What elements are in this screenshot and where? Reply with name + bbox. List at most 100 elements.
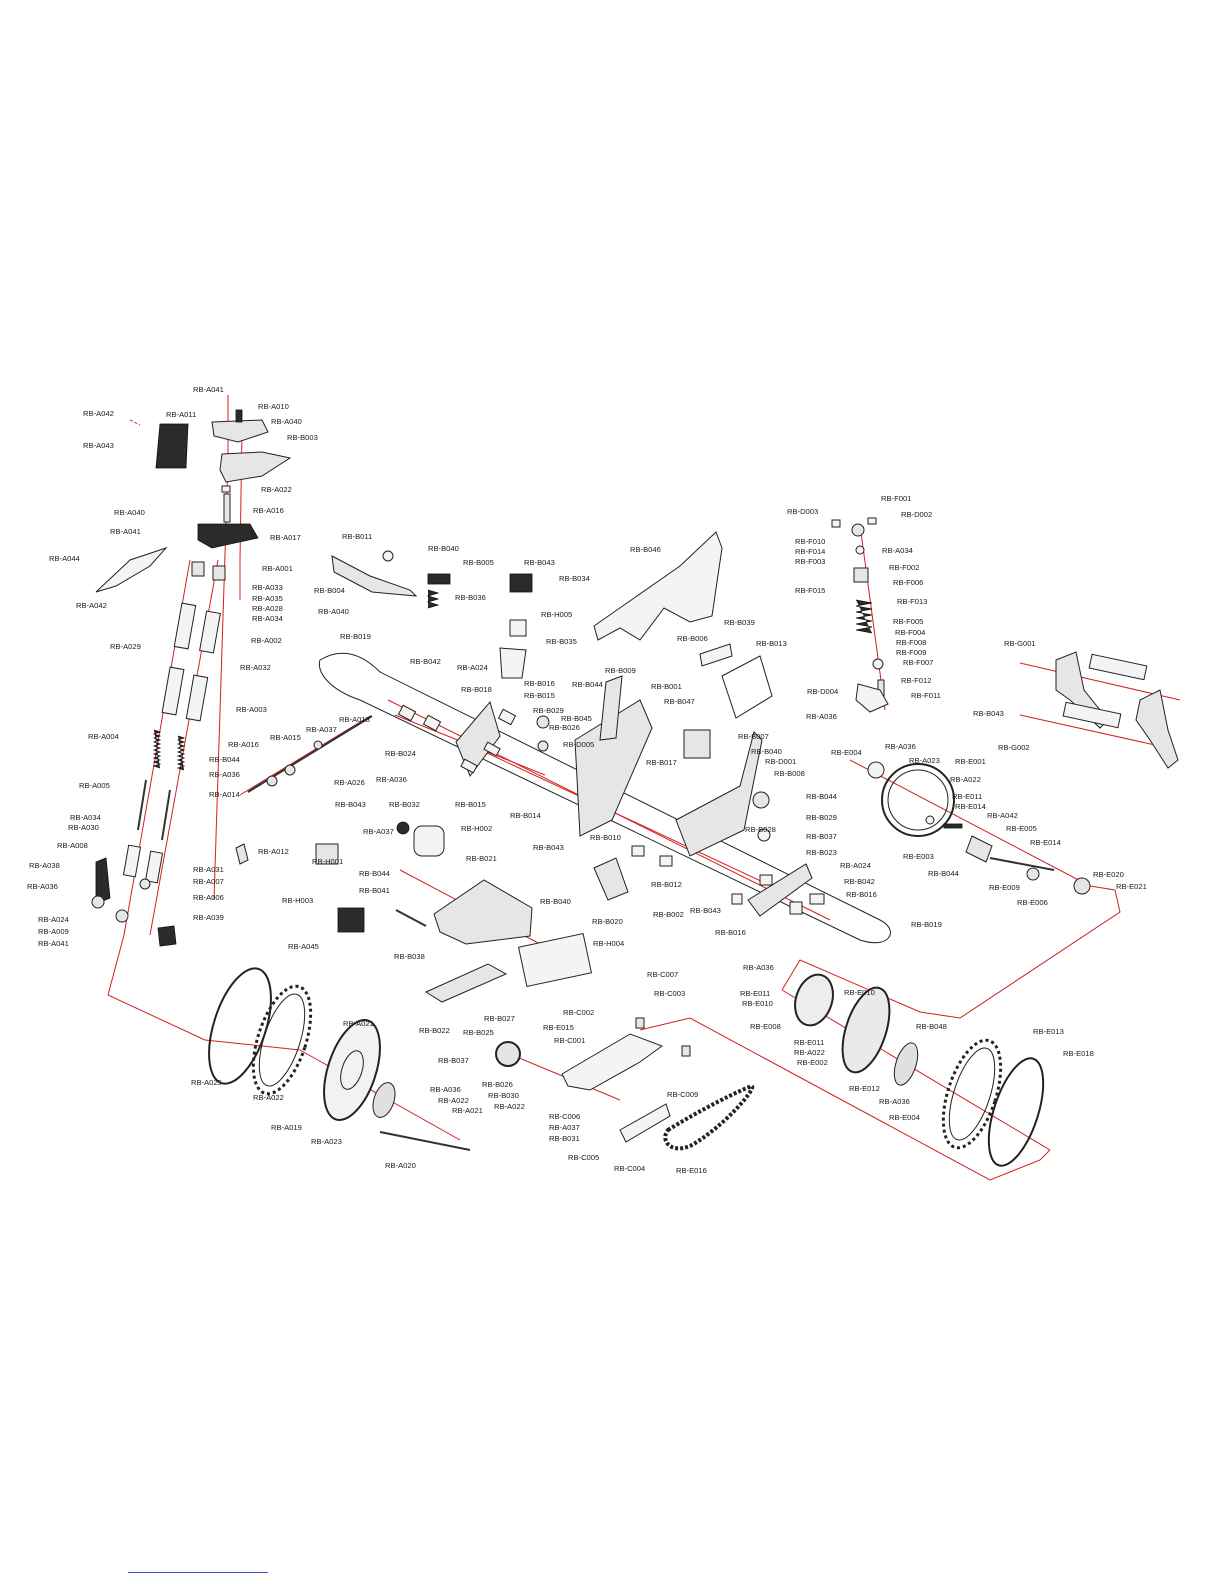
part-label: RB-D003 — [787, 507, 818, 516]
part-label: RB-B018 — [461, 685, 492, 694]
part-label: RB-E011 — [952, 792, 982, 801]
rear-hub-assembly — [867, 761, 1091, 895]
part-label: RB-B043 — [690, 906, 721, 915]
part-label: RB-B010 — [590, 833, 621, 842]
part-label: RB-B034 — [559, 574, 590, 583]
part-label: RB-B001 — [651, 682, 682, 691]
bearing — [757, 828, 771, 842]
part-label: RB-A037 — [363, 827, 394, 836]
part-label: RB-F012 — [901, 676, 931, 685]
part-label: RB-A006 — [193, 893, 224, 902]
part-label: RB-A022 — [494, 1102, 525, 1111]
esc — [683, 729, 711, 759]
servo-horn — [382, 550, 394, 562]
shock-top — [851, 523, 865, 537]
steering-linkage — [235, 550, 451, 865]
spacer — [659, 855, 673, 867]
part-label: RB-B028 — [745, 825, 776, 834]
part-label: RB-B022 — [419, 1026, 450, 1035]
front-brake-disc — [372, 1082, 396, 1118]
part-label: RB-A024 — [38, 915, 69, 924]
fork-cap — [191, 561, 205, 577]
body-assembly — [499, 531, 773, 759]
part-label: RB-A025 — [191, 1078, 222, 1087]
axle — [943, 823, 963, 829]
part-label: RB-B044 — [572, 680, 603, 689]
part-label: RB-E005 — [1006, 824, 1037, 833]
part-label: RB-B042 — [844, 877, 875, 886]
part-label: RB-A022 — [253, 1093, 284, 1102]
part-label: RB-A042 — [987, 811, 1018, 820]
fork-guard — [95, 857, 111, 905]
part-label: RB-B029 — [806, 813, 837, 822]
part-label: RB-A034 — [70, 813, 101, 822]
spacer — [789, 901, 803, 915]
part-label: RB-A032 — [240, 663, 271, 672]
fork-bushing — [139, 878, 151, 890]
part-label: RB-A033 — [252, 583, 283, 592]
part-label: RB-A036 — [27, 882, 58, 891]
part-label: RB-A024 — [457, 663, 488, 672]
spacer — [759, 874, 773, 886]
part-label: RB-B040 — [751, 747, 782, 756]
part-label: RB-A016 — [253, 506, 284, 515]
part-label: RB-C009 — [667, 1090, 698, 1099]
part-label: RB-B002 — [653, 910, 684, 919]
part-label: RB-B005 — [463, 558, 494, 567]
pivot — [635, 1017, 645, 1029]
footer-rule — [128, 1572, 268, 1573]
pivot — [681, 1045, 691, 1057]
part-label: RB-A003 — [236, 705, 267, 714]
part-label: RB-B029 — [533, 706, 564, 715]
part-label: RB-E009 — [989, 883, 1020, 892]
part-label: RB-B016 — [846, 890, 877, 899]
stand-leg — [1135, 689, 1179, 769]
part-label: RB-D001 — [765, 757, 796, 766]
part-label: RB-B011 — [342, 532, 372, 541]
esc-unit — [337, 907, 365, 933]
part-label: RB-B015 — [455, 800, 486, 809]
part-label: RB-C006 — [549, 1112, 580, 1121]
bearing — [221, 485, 231, 493]
part-label: RB-B017 — [646, 758, 677, 767]
part-label: RB-B043 — [335, 800, 366, 809]
part-label: RB-B008 — [774, 769, 805, 778]
part-label: RB-E010 — [844, 988, 875, 997]
part-label: RB-F015 — [795, 586, 825, 595]
part-label: RB-F005 — [893, 617, 923, 626]
part-label: RB-A040 — [114, 508, 145, 517]
part-label: RB-A024 — [840, 861, 871, 870]
rear-disc-rotor — [881, 763, 955, 837]
part-label: RB-C001 — [554, 1036, 585, 1045]
part-label: RB-A007 — [193, 877, 224, 886]
part-label: RB-A014 — [209, 790, 240, 799]
electronics — [337, 857, 629, 1003]
part-label: RB-B043 — [973, 709, 1004, 718]
part-label: RB-B003 — [287, 433, 318, 442]
spacer — [483, 741, 501, 757]
front-tire — [251, 984, 313, 1096]
lower-triple-clamp — [197, 523, 259, 549]
part-label: RB-A019 — [271, 1123, 302, 1132]
stand-tube — [1088, 653, 1148, 681]
part-label: RB-E020 — [1093, 870, 1124, 879]
part-label: RB-A036 — [209, 770, 240, 779]
part-label: RB-A041 — [110, 527, 141, 536]
part-label: RB-A017 — [270, 533, 301, 542]
part-label: RB-A029 — [110, 642, 141, 651]
part-label: RB-F002 — [889, 563, 919, 572]
spacer — [422, 714, 442, 732]
part-label: RB-A040 — [318, 607, 349, 616]
part-label: RB-F014 — [795, 547, 825, 556]
part-label: RB-B026 — [549, 723, 580, 732]
gear — [1026, 867, 1040, 881]
part-label: RB-A009 — [38, 927, 69, 936]
part-label: RB-A011 — [166, 410, 196, 419]
fork-cap — [212, 565, 226, 581]
part-label: RB-C007 — [647, 970, 678, 979]
part-label: RB-B037 — [438, 1056, 469, 1065]
part-label: RB-B013 — [756, 639, 787, 648]
part-label: RB-D005 — [563, 740, 594, 749]
part-label: RB-A036 — [376, 775, 407, 784]
